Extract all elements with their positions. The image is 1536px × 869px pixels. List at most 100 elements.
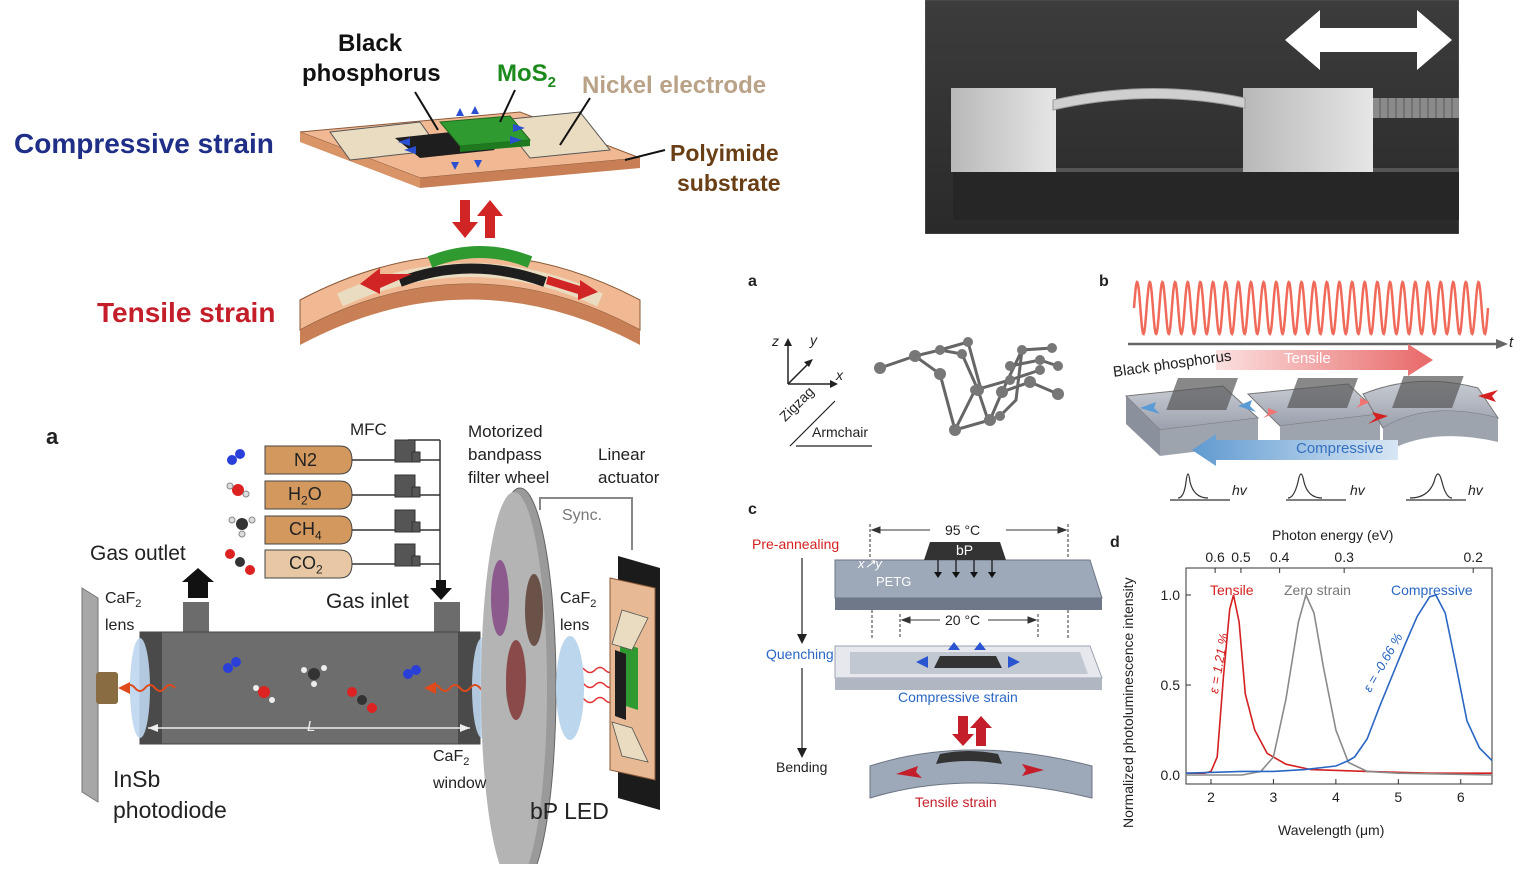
compressive-strain-label: Compressive strain xyxy=(14,128,274,159)
temp-20-label: 20 °C xyxy=(945,612,981,628)
caf2-left-text: CaF xyxy=(105,590,136,607)
strain-device-drawing xyxy=(299,89,666,345)
panel-b-letter: b xyxy=(1099,273,1109,290)
polyimide-label-line2: substrate xyxy=(677,170,781,196)
bp-label-line1: Black xyxy=(338,30,403,57)
panel-b-periodic-strain: b t Black phosphorus Tensile Compressive… xyxy=(1098,268,1518,504)
panel-a-letter: a xyxy=(748,273,757,290)
gas-n2-label: N2 xyxy=(294,450,318,470)
bp-label-line2: phosphorus xyxy=(302,60,441,87)
gas-h2o-tail: O xyxy=(307,484,322,504)
panel-c-process: c 95 °C bP x↗y PETG Pre-annealing 20 °C … xyxy=(740,498,1110,838)
tensile-strain-c-label: Tensile strain xyxy=(915,794,997,810)
c-axis-y: y xyxy=(875,556,882,571)
hv-label-3: hv xyxy=(1468,482,1483,498)
panel-c-letter: c xyxy=(748,501,757,518)
strain-stage-photo xyxy=(924,0,1460,235)
oscillation-wave xyxy=(1132,280,1490,336)
pre-annealing-label: Pre-annealing xyxy=(752,536,840,552)
bending-label: Bending xyxy=(776,759,828,775)
armchair-label: Armchair xyxy=(812,424,869,440)
gas-panel-letter: a xyxy=(46,424,59,449)
caf2-lens-left: CaF2 lens xyxy=(105,588,141,636)
top-tick-label-3: 0.3 xyxy=(1334,549,1354,565)
plot-frame xyxy=(1185,567,1493,785)
caf2-right-sub: 2 xyxy=(590,598,597,611)
insb-line1: InSb xyxy=(113,766,161,792)
caf2-lens-right: CaF2 lens xyxy=(560,588,596,636)
length-label: L xyxy=(307,718,316,735)
axis-z-label: z xyxy=(772,333,779,349)
x-tick-label-2: 4 xyxy=(1332,789,1340,805)
panel-a-crystal: a z y x Zigzag Armchair xyxy=(740,270,1100,480)
caf2-window-text: CaF xyxy=(433,748,464,765)
y-tick-label-0: 0.0 xyxy=(1161,767,1181,783)
bp-label: bP xyxy=(956,542,974,558)
gas-co2-text: CO xyxy=(289,553,316,573)
strain-stage-photo-drawing xyxy=(924,0,1460,235)
caf2-window-sub: 2 xyxy=(463,756,470,769)
sync-label: Sync. xyxy=(562,507,603,524)
compressive-series-label: Compressive xyxy=(1391,582,1473,598)
motorized-line3: filter wheel xyxy=(468,468,550,487)
gas-co2-label: CO2 xyxy=(289,553,323,577)
caf2-right-lens: lens xyxy=(560,617,590,635)
gas-h2o-text: H xyxy=(288,484,301,504)
gas-outlet-label: Gas outlet xyxy=(90,542,186,565)
x-tick-label-1: 3 xyxy=(1270,789,1278,805)
tensile-strain-label: Tensile strain xyxy=(97,297,276,328)
y-axis-label: Normalized photoluminescence intensity xyxy=(1120,577,1136,828)
gas-ch4-text: CH xyxy=(289,519,315,539)
periodic-strain-drawing xyxy=(1124,280,1508,501)
petg-label: PETG xyxy=(876,574,912,589)
c-axis-x: x xyxy=(858,556,865,571)
crystal-structure-drawing xyxy=(784,337,1064,447)
gas-h2o-label: H2O xyxy=(288,484,322,508)
time-axis-label: t xyxy=(1509,334,1514,351)
caf2-window-label: window xyxy=(433,775,487,793)
top-tick-label-2: 0.4 xyxy=(1270,549,1290,565)
hv-label-1: hv xyxy=(1232,482,1247,498)
axis-y-label: y xyxy=(810,332,817,348)
mos2-label: MoS2 xyxy=(497,60,556,91)
tensile-label: Tensile xyxy=(1284,350,1331,367)
y-tick-label-1: 0.5 xyxy=(1161,677,1181,693)
x-tick-label-4: 6 xyxy=(1457,789,1465,805)
x-tick-label-0: 2 xyxy=(1207,789,1215,805)
gas-setup-drawing xyxy=(81,439,660,869)
caf2-right-text: CaF xyxy=(560,590,591,607)
strain-device-figure: Black phosphorus MoS2 Nickel electrode C… xyxy=(0,0,820,410)
mos2-subscript: 2 xyxy=(547,73,557,91)
series-line-compressive xyxy=(1185,594,1493,774)
top-axis-label: Photon energy (eV) xyxy=(1272,527,1394,543)
temp-95-label: 95 °C xyxy=(945,522,981,538)
gas-h2o-sub: 2 xyxy=(301,493,308,508)
mfc-label: MFC xyxy=(350,420,387,439)
zero-strain-series-label: Zero strain xyxy=(1284,582,1351,598)
series-line-zero-strain xyxy=(1186,592,1493,776)
caf2-left-lens: lens xyxy=(105,617,135,635)
compressive-label: Compressive xyxy=(1296,440,1384,457)
compressive-strain-c-label: Compressive strain xyxy=(898,689,1018,705)
top-tick-label-0: 0.6 xyxy=(1205,549,1225,565)
bp-led-label: bP LED xyxy=(530,798,609,824)
x-tick-label-3: 5 xyxy=(1394,789,1402,805)
nickel-electrode-label: Nickel electrode xyxy=(582,72,767,99)
y-tick-label-2: 1.0 xyxy=(1161,587,1181,603)
insb-line2: photodiode xyxy=(113,797,227,823)
hv-label-2: hv xyxy=(1350,482,1365,498)
linear-actuator-line2: actuator xyxy=(598,468,660,487)
gas-ch4-sub: 4 xyxy=(315,528,322,543)
gas-co2-sub: 2 xyxy=(316,562,323,577)
mos2-text: MoS xyxy=(497,60,548,87)
series-line-tensile xyxy=(1186,594,1492,774)
caf2-window: CaF2 window xyxy=(433,746,486,794)
tensile-series-label: Tensile xyxy=(1210,582,1254,598)
gas-sensing-figure: a MFC N2 H2O CH4 CO2 Motorized bandpass … xyxy=(0,410,700,869)
gas-inlet-label: Gas inlet xyxy=(326,590,409,613)
quenching-label: Quenching xyxy=(766,646,834,662)
axis-x-label: x xyxy=(836,367,843,383)
x-axis-label: Wavelength (μm) xyxy=(1278,822,1385,838)
